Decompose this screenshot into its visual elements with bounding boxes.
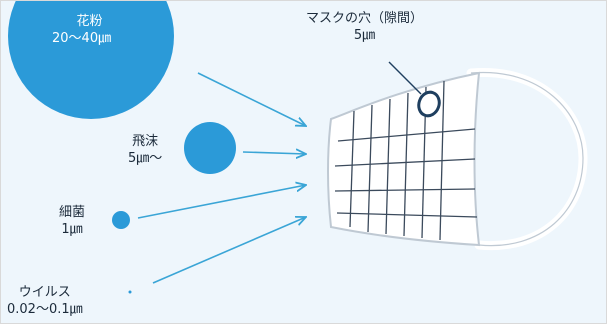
bacteria-arrow [137,185,306,219]
mask-hole-pointer [388,61,422,95]
pollen-arrow [197,72,306,126]
droplet-size: 5㎛〜 [128,151,163,166]
virus-size: 0.02〜0.1㎛ [7,302,83,317]
bacteria-circle [112,211,130,229]
virus-label: ウイルス 0.02〜0.1㎛ [7,284,83,318]
mask-mesh-grid [334,80,478,241]
bacteria-name: 細菌 [59,205,86,220]
virus-name: ウイルス [18,285,71,300]
mask-hole-label: マスクの穴（隙間） 5㎛ [306,10,423,44]
droplet-arrow [242,152,306,154]
mask-hole-name: マスクの穴（隙間） [306,11,424,26]
bacteria-label: 細菌 1㎛ [59,204,85,238]
virus-dot [128,290,132,294]
droplet-name: 飛沫 [132,134,159,149]
droplet-circle [184,122,236,174]
bacteria-size: 1㎛ [61,222,83,237]
droplet-label: 飛沫 5㎛〜 [128,133,162,167]
pollen-circle [8,1,174,119]
virus-arrow [152,217,306,284]
mask-hole-circle [417,90,441,118]
pollen-label: 花粉 20〜40㎛ [52,13,111,47]
pollen-name: 花粉 [76,14,103,29]
mask-hole-size: 5㎛ [353,28,376,43]
mask-ear-loop [466,67,588,251]
pollen-size: 20〜40㎛ [52,31,112,46]
mask-ear-loop-outline [470,71,584,247]
